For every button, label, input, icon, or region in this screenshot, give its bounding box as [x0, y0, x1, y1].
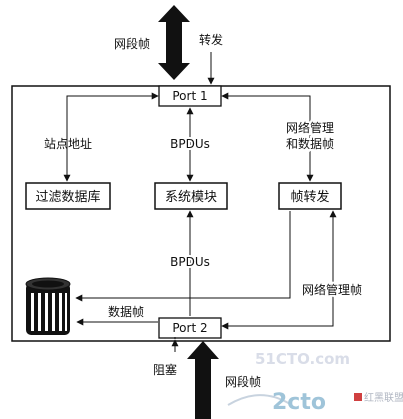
station-address-arrow	[63, 92, 159, 182]
mgmt-frame-label: 网络管理帧	[302, 282, 362, 297]
watermark-site: 51CTO.com	[255, 350, 350, 368]
data-frame-label: 数据帧	[108, 304, 144, 319]
system-module-box	[154, 182, 228, 210]
mgmt-data-label-line1: 网络管理	[286, 120, 334, 135]
bpdus-lower-label: BPDUs	[170, 255, 210, 269]
segment-frame-top-label: 网段帧	[114, 36, 150, 51]
port-1-box	[158, 85, 222, 107]
port-2-box	[158, 317, 222, 339]
forward-action-label: 转发	[199, 32, 223, 47]
mgmt-data-label-line2: 和数据帧	[286, 136, 334, 151]
watermark-brand: 2cto	[272, 390, 326, 415]
trash-can-icon	[25, 277, 71, 335]
mgmt-frame-arrow	[221, 210, 337, 330]
filter-db-box	[25, 182, 111, 210]
mgmt-data-arrow	[221, 92, 314, 182]
port-1-label: Port 1	[172, 89, 207, 103]
station-address-label: 站点地址	[44, 137, 92, 151]
watermark	[227, 393, 362, 406]
system-module-label: 系统模块	[165, 190, 217, 205]
forward-label: 帧转发	[290, 189, 329, 205]
discard-arrow	[75, 211, 291, 302]
forward-box	[278, 182, 342, 210]
block-label: 阻塞	[153, 362, 177, 377]
bpdus-upper-label: BPDUs	[170, 137, 210, 151]
port-2-label: Port 2	[172, 321, 207, 335]
segment-arrow-bottom	[187, 341, 219, 419]
watermark-tagline: 红黑联盟	[364, 391, 403, 404]
segment-double-arrow-top	[158, 5, 190, 80]
filter-db-label: 过滤数据库	[35, 189, 100, 205]
segment-frame-bottom-label: 网段帧	[225, 374, 261, 389]
